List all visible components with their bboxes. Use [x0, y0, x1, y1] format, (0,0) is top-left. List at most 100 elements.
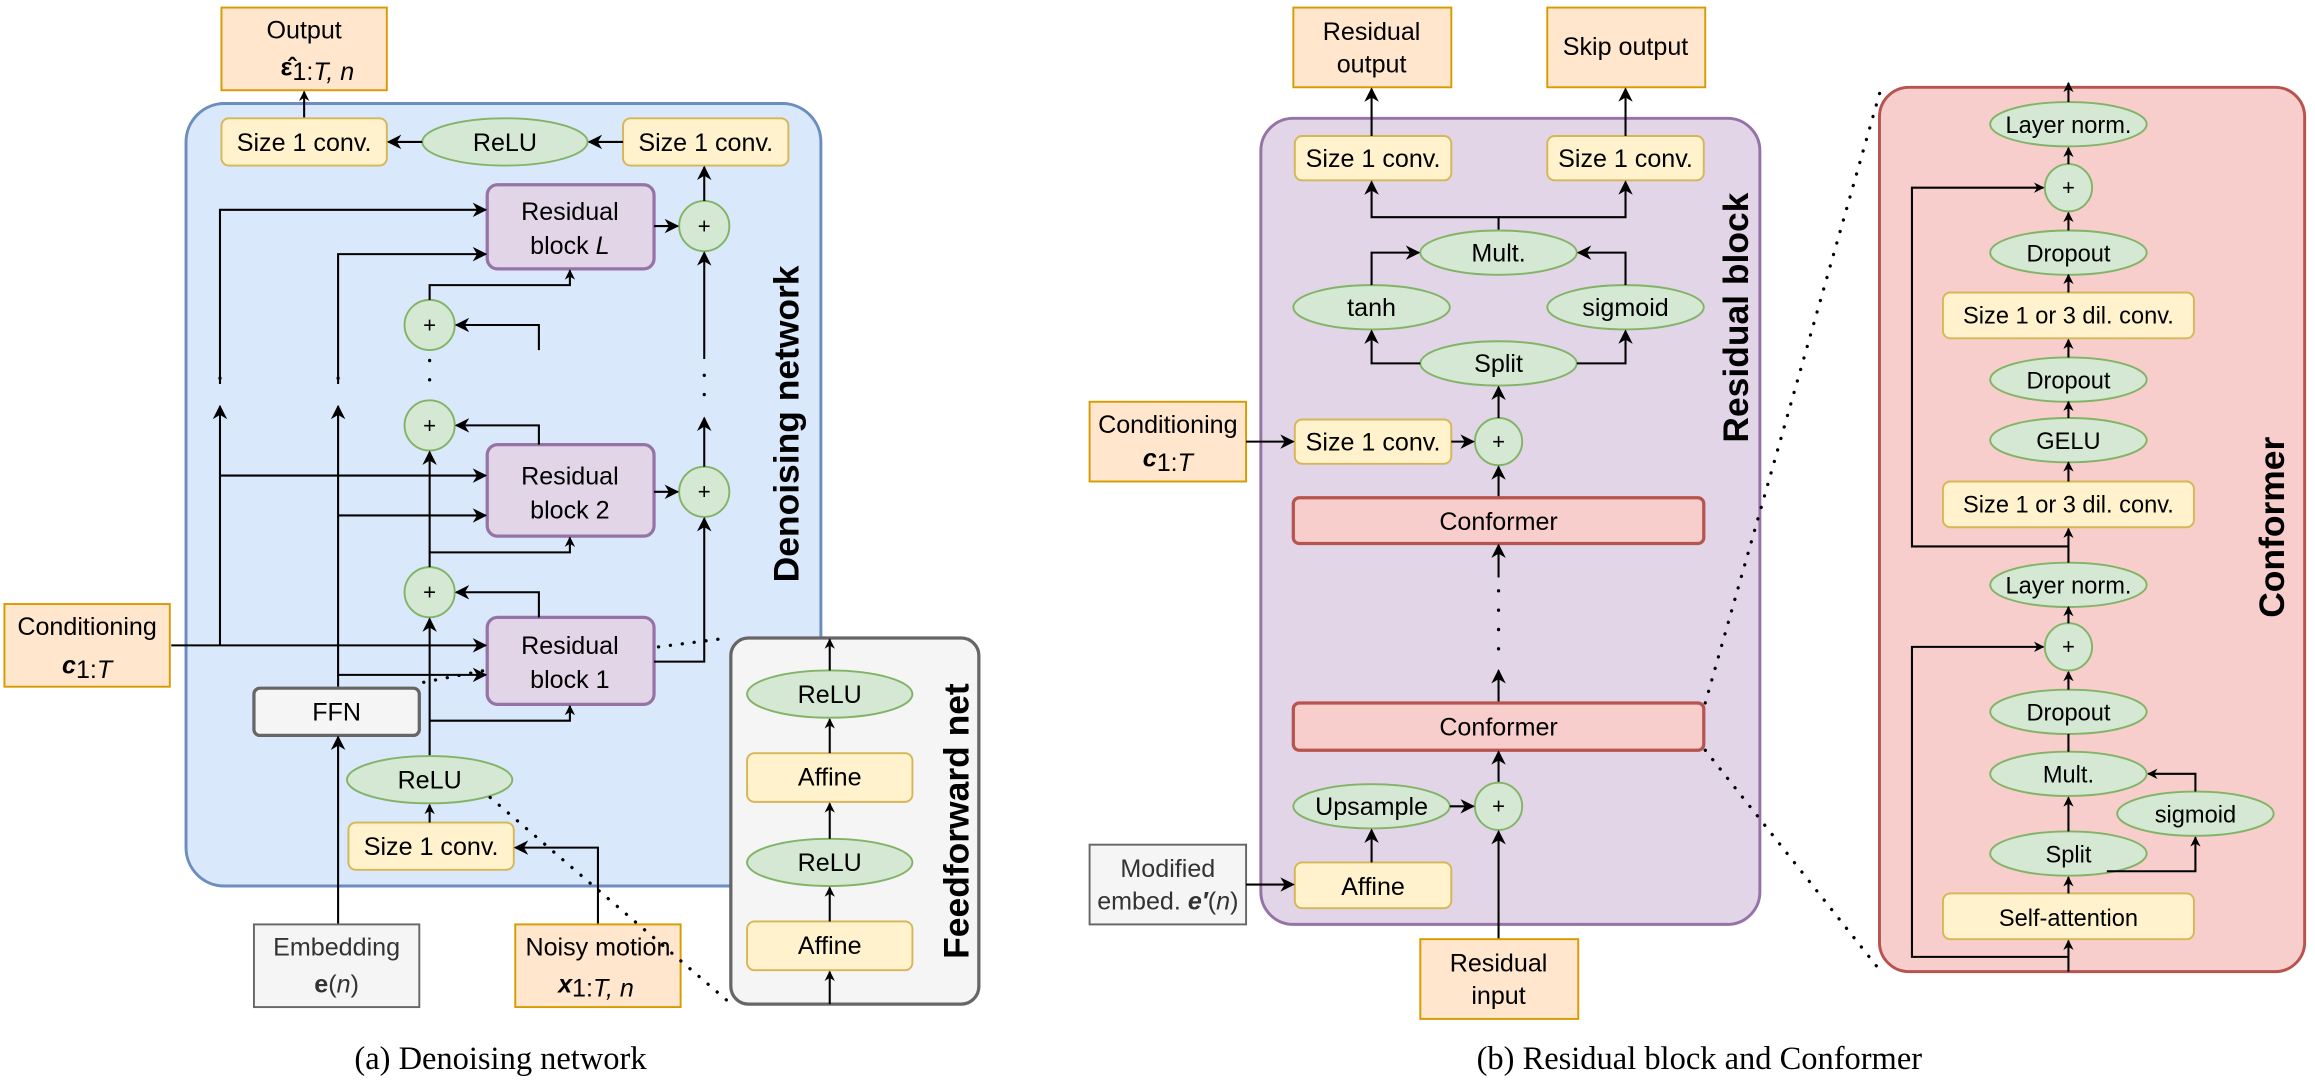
ffn-affine-2: Affine: [746, 752, 914, 803]
svg-text:+: +: [1492, 429, 1505, 454]
svg-text:Dropout: Dropout: [2026, 242, 2110, 268]
cf-dropout-3: Dropout: [1989, 229, 2148, 276]
panel-b-residual-block: Residual block Residual output Skip outp…: [1088, 6, 1923, 1077]
cf-sum-top: +: [2043, 163, 2094, 213]
svg-text:Mult.: Mult.: [1471, 240, 1525, 268]
svg-text:Self-attention: Self-attention: [1999, 906, 2138, 932]
rb-conv-right: Size 1 conv.: [1546, 135, 1705, 182]
res-sum-2: +: [403, 399, 456, 452]
svg-text:Residual: Residual: [521, 198, 619, 226]
svg-text:block 1: block 1: [530, 666, 609, 694]
svg-text:FFN: FFN: [312, 699, 361, 727]
svg-text:Affine: Affine: [798, 932, 862, 960]
svg-text:Noisy motion: Noisy motion: [525, 933, 670, 961]
svg-text:Residual: Residual: [521, 632, 619, 660]
rb-input-sum: +: [1473, 781, 1524, 831]
svg-text:block 2: block 2: [530, 496, 609, 524]
svg-text:Conditioning: Conditioning: [17, 613, 156, 641]
panel-a-denoising-network: Denoising network Output ε̂1:T, n Size 1…: [3, 6, 981, 1077]
caption-a: (a) Denoising network: [354, 1041, 647, 1077]
skip-sum-top: +: [678, 200, 731, 253]
svg-text:+: +: [1492, 794, 1505, 819]
svg-text:ReLU: ReLU: [798, 681, 862, 709]
feedforward-net-title: Feedforward net: [937, 683, 977, 959]
res-sum-L: +: [403, 298, 456, 352]
modified-embedding-input: Modified embed. e′(n): [1088, 843, 1248, 926]
svg-text:x1:T, n: x1:T, n: [556, 970, 634, 1002]
svg-text:Affine: Affine: [1341, 873, 1405, 901]
conformer-top: Conformer: [1291, 496, 1706, 546]
svg-text:ReLU: ReLU: [473, 129, 537, 157]
panel-b-conformer: Conformer Layer norm. + Dropout Size 1 o…: [1877, 81, 2307, 974]
svg-text:+: +: [698, 213, 711, 238]
svg-text:output: output: [1337, 51, 1407, 79]
rb-sigmoid: sigmoid: [1546, 284, 1705, 331]
cf-self-attention: Self-attention: [1941, 892, 2195, 941]
svg-text:Residual: Residual: [1323, 18, 1421, 46]
svg-text:+: +: [2062, 634, 2075, 659]
cf-sum-mid: +: [2043, 622, 2094, 672]
rb-cond-conv: Size 1 conv.: [1293, 418, 1453, 465]
svg-text:Upsample: Upsample: [1315, 793, 1428, 821]
svg-text:Layer norm.: Layer norm.: [2005, 113, 2131, 139]
top-conv-right: Size 1 conv.: [622, 117, 790, 167]
rb-affine: Affine: [1293, 861, 1453, 910]
svg-text:Mult.: Mult.: [2043, 763, 2094, 789]
relu-bottom: ReLU: [345, 755, 514, 805]
residual-output: Residual output: [1292, 6, 1453, 89]
embedding-input: Embedding e(n): [252, 923, 421, 1009]
svg-text:input: input: [1471, 982, 1525, 1010]
svg-text:e(n): e(n): [314, 970, 359, 998]
svg-text:c1:T: c1:T: [1143, 445, 1195, 477]
svg-text:Conformer: Conformer: [1439, 713, 1557, 741]
denoising-network-title: Denoising network: [767, 265, 807, 582]
svg-text:+: +: [423, 413, 436, 438]
svg-text:Size 1 conv.: Size 1 conv.: [237, 129, 372, 157]
svg-text:Embedding: Embedding: [273, 933, 400, 961]
cf-layernorm-mid: Layer norm.: [1989, 561, 2148, 608]
svg-text:GELU: GELU: [2036, 429, 2100, 455]
skip-output: Skip output: [1546, 6, 1707, 89]
rb-split: Split: [1419, 340, 1578, 387]
conformer-bottom: Conformer: [1291, 701, 1706, 752]
svg-text:Modified: Modified: [1120, 855, 1215, 883]
svg-text:+: +: [698, 479, 711, 504]
svg-text:Size 1 or 3 dil. conv.: Size 1 or 3 dil. conv.: [1963, 492, 2174, 518]
svg-text:Residual: Residual: [1450, 950, 1548, 978]
rb-mult: Mult.: [1419, 229, 1578, 276]
svg-text:Size 1 conv.: Size 1 conv.: [1306, 145, 1441, 173]
feedforward-net: Feedforward net ReLU Affine ReLU Affine: [729, 636, 981, 1006]
cf-sigmoid: sigmoid: [2116, 790, 2275, 837]
svg-text:Skip output: Skip output: [1563, 33, 1689, 61]
svg-text:sigmoid: sigmoid: [1582, 294, 1668, 322]
svg-text:Split: Split: [1474, 350, 1523, 378]
residual-block-L: Residual block L: [485, 183, 656, 271]
skip-sum-2: +: [678, 465, 731, 518]
caption-b: (b) Residual block and Conformer: [1477, 1041, 1923, 1077]
noisy-motion-input: Noisy motion x1:T, n: [514, 923, 682, 1009]
residual-block-title: Residual block: [1716, 192, 1756, 442]
residual-input: Residual input: [1419, 938, 1580, 1020]
svg-text:Residual: Residual: [521, 462, 619, 490]
residual-block-1: Residual block 1: [485, 615, 656, 707]
cf-gelu: GELU: [1989, 417, 2148, 464]
output-node: Output ε̂1:T, n: [220, 6, 388, 92]
svg-text:c1:T: c1:T: [62, 651, 114, 683]
rb-upsample: Upsample: [1292, 783, 1451, 830]
svg-text:Size 1 conv.: Size 1 conv.: [638, 129, 773, 157]
svg-text:ReLU: ReLU: [798, 849, 862, 877]
svg-text:Conformer: Conformer: [1439, 508, 1557, 536]
rb-cond-sum: +: [1473, 417, 1524, 467]
cf-dropout-1: Dropout: [1989, 688, 2148, 735]
top-relu: ReLU: [421, 117, 589, 167]
svg-text:ε̂1:T, n: ε̂1:T, n: [281, 53, 355, 85]
svg-text:Conditioning: Conditioning: [1098, 411, 1237, 439]
conv-bottom: Size 1 conv.: [347, 821, 515, 871]
svg-text:Size 1 conv.: Size 1 conv.: [1306, 428, 1441, 456]
svg-text:block L: block L: [530, 232, 609, 260]
conditioning-input: Conditioning c1:T: [3, 603, 171, 688]
cf-dropout-2: Dropout: [1989, 356, 2148, 403]
rb-tanh: tanh: [1292, 284, 1451, 331]
res-sum-1: +: [403, 566, 456, 619]
